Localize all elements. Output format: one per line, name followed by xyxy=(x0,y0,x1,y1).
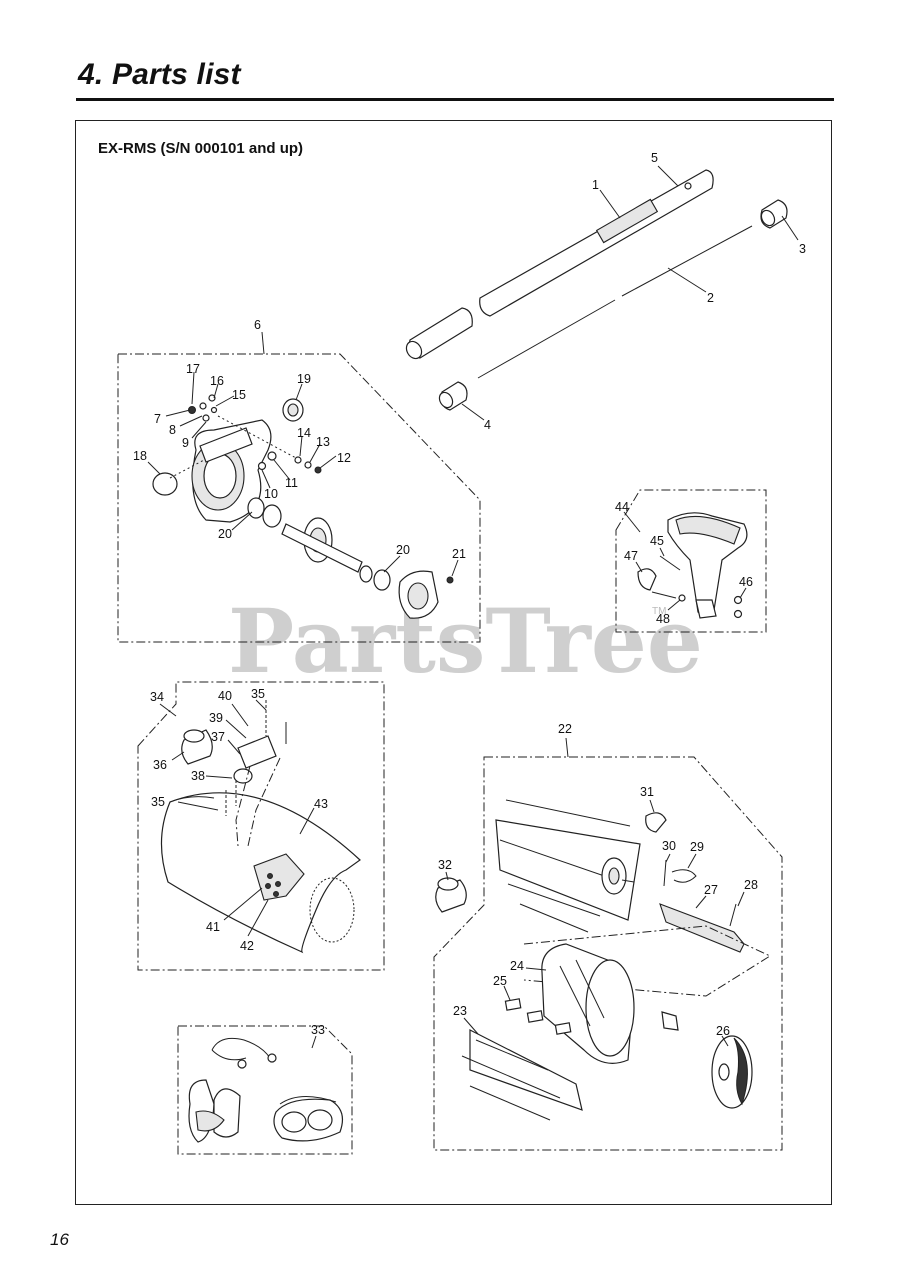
callout-13: 13 xyxy=(316,435,330,449)
callout-11: 11 xyxy=(285,476,298,490)
callout-31: 31 xyxy=(640,785,654,799)
callout-4: 4 xyxy=(484,418,491,432)
diagram-frame xyxy=(75,120,832,1205)
callout-28: 28 xyxy=(744,878,758,892)
callout-44: 44 xyxy=(615,500,629,514)
page-title: 4. Parts list xyxy=(78,58,241,91)
callout-15: 15 xyxy=(232,388,246,402)
callout-42: 42 xyxy=(240,939,254,953)
callout-16: 16 xyxy=(210,374,224,388)
callout-35a: 35 xyxy=(251,687,265,701)
shaft-group xyxy=(405,165,799,421)
tine-assembly-group xyxy=(433,737,783,1151)
callout-14: 14 xyxy=(297,426,311,440)
title-rule xyxy=(76,98,834,101)
handle-group xyxy=(615,489,767,633)
callout-40: 40 xyxy=(218,689,232,703)
callout-35b: 35 xyxy=(151,795,165,809)
callout-39: 39 xyxy=(209,711,223,725)
callout-1: 1 xyxy=(592,178,599,192)
callout-48: 48 xyxy=(656,612,670,626)
callouts: 1 2 3 4 5 6 7 8 9 10 11 12 13 14 15 16 1… xyxy=(133,151,806,1038)
callout-43: 43 xyxy=(314,797,328,811)
callout-32: 32 xyxy=(438,858,452,872)
watermark-tm: TM xyxy=(652,606,666,617)
page-number: 16 xyxy=(50,1230,69,1249)
callout-12: 12 xyxy=(337,451,351,465)
callout-30: 30 xyxy=(662,839,676,853)
callout-23: 23 xyxy=(453,1004,467,1018)
callout-21: 21 xyxy=(452,547,466,561)
callout-27: 27 xyxy=(704,883,718,897)
accessories-group xyxy=(177,1025,353,1155)
callout-36: 36 xyxy=(153,758,167,772)
callout-45: 45 xyxy=(650,534,664,548)
callout-9: 9 xyxy=(182,436,189,450)
callout-10: 10 xyxy=(264,487,278,501)
callout-33: 33 xyxy=(311,1023,325,1037)
gear-case-group xyxy=(117,331,481,643)
callout-37: 37 xyxy=(211,730,225,744)
callout-17: 17 xyxy=(186,362,200,376)
callout-34: 34 xyxy=(150,690,164,704)
callout-38: 38 xyxy=(191,769,205,783)
callout-19: 19 xyxy=(297,372,311,386)
tine-cover-group xyxy=(137,681,385,971)
callout-8: 8 xyxy=(169,423,176,437)
callout-3: 3 xyxy=(799,242,806,256)
callout-46: 46 xyxy=(739,575,753,589)
callout-26: 26 xyxy=(716,1024,730,1038)
callout-20b: 20 xyxy=(396,543,410,557)
callout-24: 24 xyxy=(510,959,524,973)
callout-29: 29 xyxy=(690,840,704,854)
callout-2: 2 xyxy=(707,291,714,305)
model-label: EX-RMS (S/N 000101 and up) xyxy=(98,140,304,157)
callout-25: 25 xyxy=(493,974,507,988)
callout-41: 41 xyxy=(206,920,220,934)
callout-5: 5 xyxy=(651,151,658,165)
callout-6: 6 xyxy=(254,318,261,332)
callout-47: 47 xyxy=(624,549,638,563)
callout-7: 7 xyxy=(154,412,161,426)
watermark: PartsTree xyxy=(228,589,703,693)
callout-22: 22 xyxy=(558,722,572,736)
callout-18: 18 xyxy=(133,449,147,463)
callout-20a: 20 xyxy=(218,527,232,541)
